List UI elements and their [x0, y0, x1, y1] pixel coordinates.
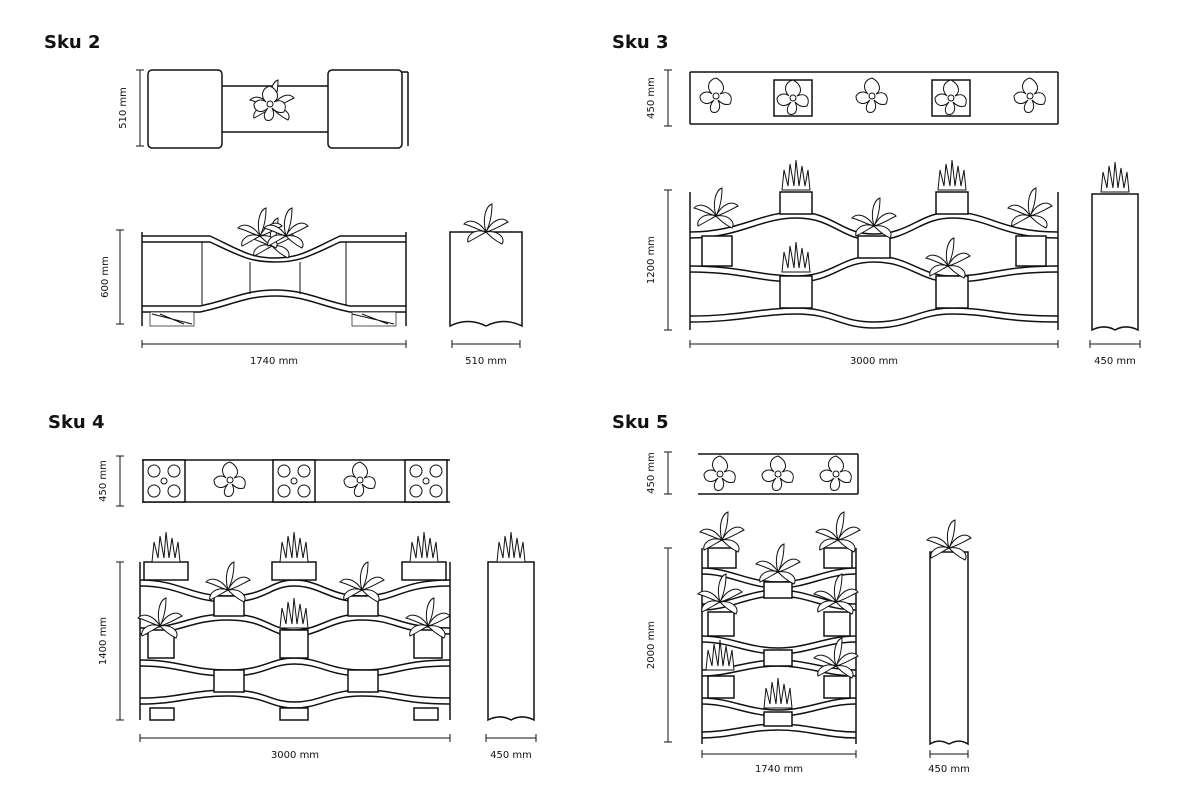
sku-3-front-height-label: 1200 mm: [646, 236, 657, 284]
sku-5-front-view: 2000 mm: [646, 511, 861, 775]
sku-4-top-view: 450 mm: [98, 455, 450, 507]
sku-3-front-view: 1200 mm 3000 mm: [646, 159, 1059, 367]
sku-3-depth-label: 450 mm: [1094, 356, 1136, 367]
sku-3-width-label: 3000 mm: [850, 356, 898, 367]
sku-2-top-view: 510 mm: [118, 69, 409, 149]
sku-5-top-view: 450 mm: [646, 451, 859, 495]
sku-5-side-plant: [926, 519, 972, 561]
sku-4-title: Sku 4: [48, 412, 105, 433]
sku-2-width-label: 1740 mm: [250, 356, 298, 367]
sku-3-side-view: 450 mm: [1089, 161, 1141, 367]
sku-5-depth-label: 450 mm: [928, 764, 970, 775]
sku-4-side-view: 450 mm: [485, 531, 537, 761]
sku-4-depth-label: 450 mm: [490, 750, 532, 761]
sku-5-title: Sku 5: [612, 412, 669, 433]
sku-2-front-height-label: 600 mm: [100, 256, 111, 298]
sku-2-side-view: 510 mm: [449, 203, 523, 367]
sku-4-front-view: 1400 mm: [98, 531, 451, 761]
sku-2-top-height-label: 510 mm: [118, 87, 129, 129]
sku-2-depth-label: 510 mm: [465, 356, 507, 367]
sku-4-front-height-label: 1400 mm: [98, 617, 109, 665]
sku-3-top-view: 450 mm: [646, 69, 1059, 127]
sku-2-front-view: 600 mm 1740 mm: [100, 207, 407, 367]
sku-2-side-plant: [463, 203, 509, 245]
sku-3-drawing: Sku 3 450 mm 1200 mm: [612, 32, 1141, 367]
sku-5-drawing: Sku 5 450 mm 2000 mm: [612, 412, 972, 775]
sku-4-drawing: Sku 4 450 mm 1400 mm: [48, 412, 537, 761]
sku-4-top-height-label: 450 mm: [98, 460, 109, 502]
sku-5-front-height-label: 2000 mm: [646, 621, 657, 669]
sku-3-side-plant: [1100, 161, 1130, 193]
sku-4-side-plant: [496, 531, 526, 563]
sku-5-side-view: 450 mm: [926, 519, 972, 775]
sku-5-top-height-label: 450 mm: [646, 452, 657, 494]
sku-3-title: Sku 3: [612, 32, 669, 53]
sku-2-drawing: Sku 2 510 mm 600 mm: [44, 32, 523, 367]
sku-4-width-label: 3000 mm: [271, 750, 319, 761]
sku-2-title: Sku 2: [44, 32, 101, 53]
sku-3-top-height-label: 450 mm: [646, 77, 657, 119]
sku-5-width-label: 1740 mm: [755, 764, 803, 775]
